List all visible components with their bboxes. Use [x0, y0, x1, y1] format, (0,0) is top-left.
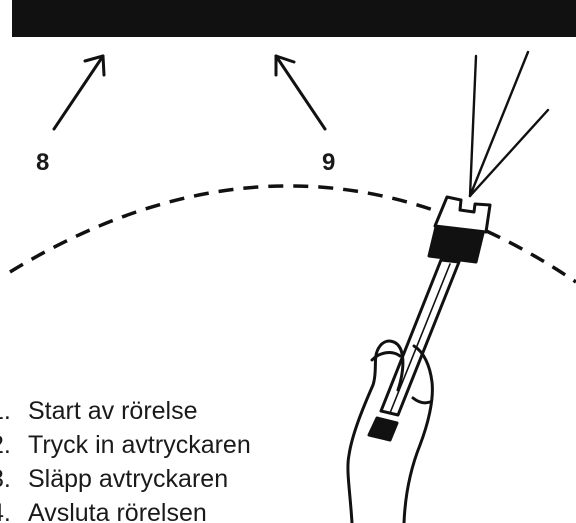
spray-fan: [468, 50, 550, 198]
step-text: Tryck in avtryckaren: [28, 431, 251, 459]
movement-arc: [9, 184, 576, 284]
step-number: 2.: [0, 431, 11, 459]
step-text: Start av rörelse: [28, 397, 198, 425]
arrow-icon: [274, 54, 327, 131]
arrow-icon: [52, 54, 106, 131]
step-text: Släpp avtryckaren: [28, 465, 229, 493]
hand-icon: [346, 339, 434, 523]
step-item: 3. Släpp avtryckaren: [0, 462, 251, 496]
step-number: 1.: [0, 397, 11, 425]
step-item: 4. Avsluta rörelsen: [0, 496, 251, 523]
steps-list: 1. Start av rörelse 2. Tryck in avtryckare…: [0, 394, 251, 523]
step-number: 4.: [0, 499, 11, 523]
label-8: 8: [36, 149, 50, 176]
surface-bar: [12, 0, 576, 37]
step-number: 3.: [0, 465, 11, 493]
step-item: 1. Start av rörelse: [0, 394, 251, 428]
label-9: 9: [322, 149, 336, 176]
step-item: 2. Tryck in avtryckaren: [0, 428, 251, 462]
step-text: Avsluta rörelsen: [28, 499, 207, 523]
